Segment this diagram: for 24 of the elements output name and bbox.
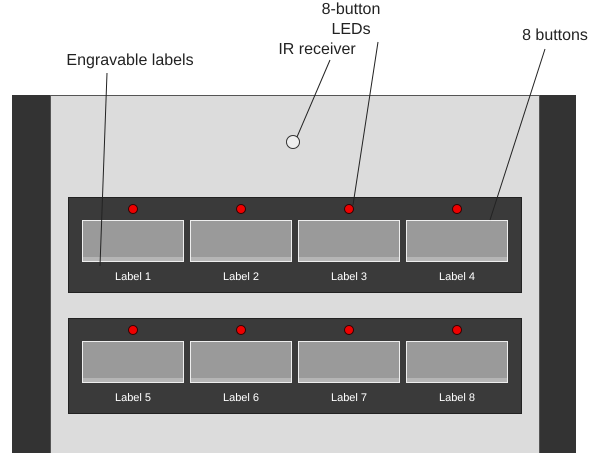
push-button: [406, 341, 508, 383]
push-button: [298, 220, 400, 262]
callout-text: 8 buttons: [505, 26, 605, 48]
push-button: [190, 220, 292, 262]
callout-text: 8-button LEDs: [306, 0, 396, 40]
leader-line: [352, 42, 378, 206]
leader-line: [490, 48, 546, 220]
engraved-label: Label 4: [438, 270, 476, 285]
callout-text: IR receiver: [262, 40, 372, 60]
callout-text: Engravable labels: [30, 51, 230, 73]
leader-line: [100, 72, 108, 266]
engraved-label: Label 2: [222, 270, 260, 285]
engraved-label: Label 8: [438, 391, 476, 406]
engraved-label: Label 1: [82, 266, 184, 288]
engraved-label: Label 3: [330, 270, 368, 285]
engraved-label: Label 5: [114, 391, 152, 406]
push-button: [298, 341, 400, 383]
push-button: [82, 341, 184, 383]
engraved-label: Label 7: [330, 391, 368, 406]
push-button: [406, 220, 508, 262]
leader-line: [296, 60, 330, 138]
push-button: [190, 341, 292, 383]
push-button: [82, 220, 184, 262]
engraved-label: Label 6: [222, 391, 260, 406]
